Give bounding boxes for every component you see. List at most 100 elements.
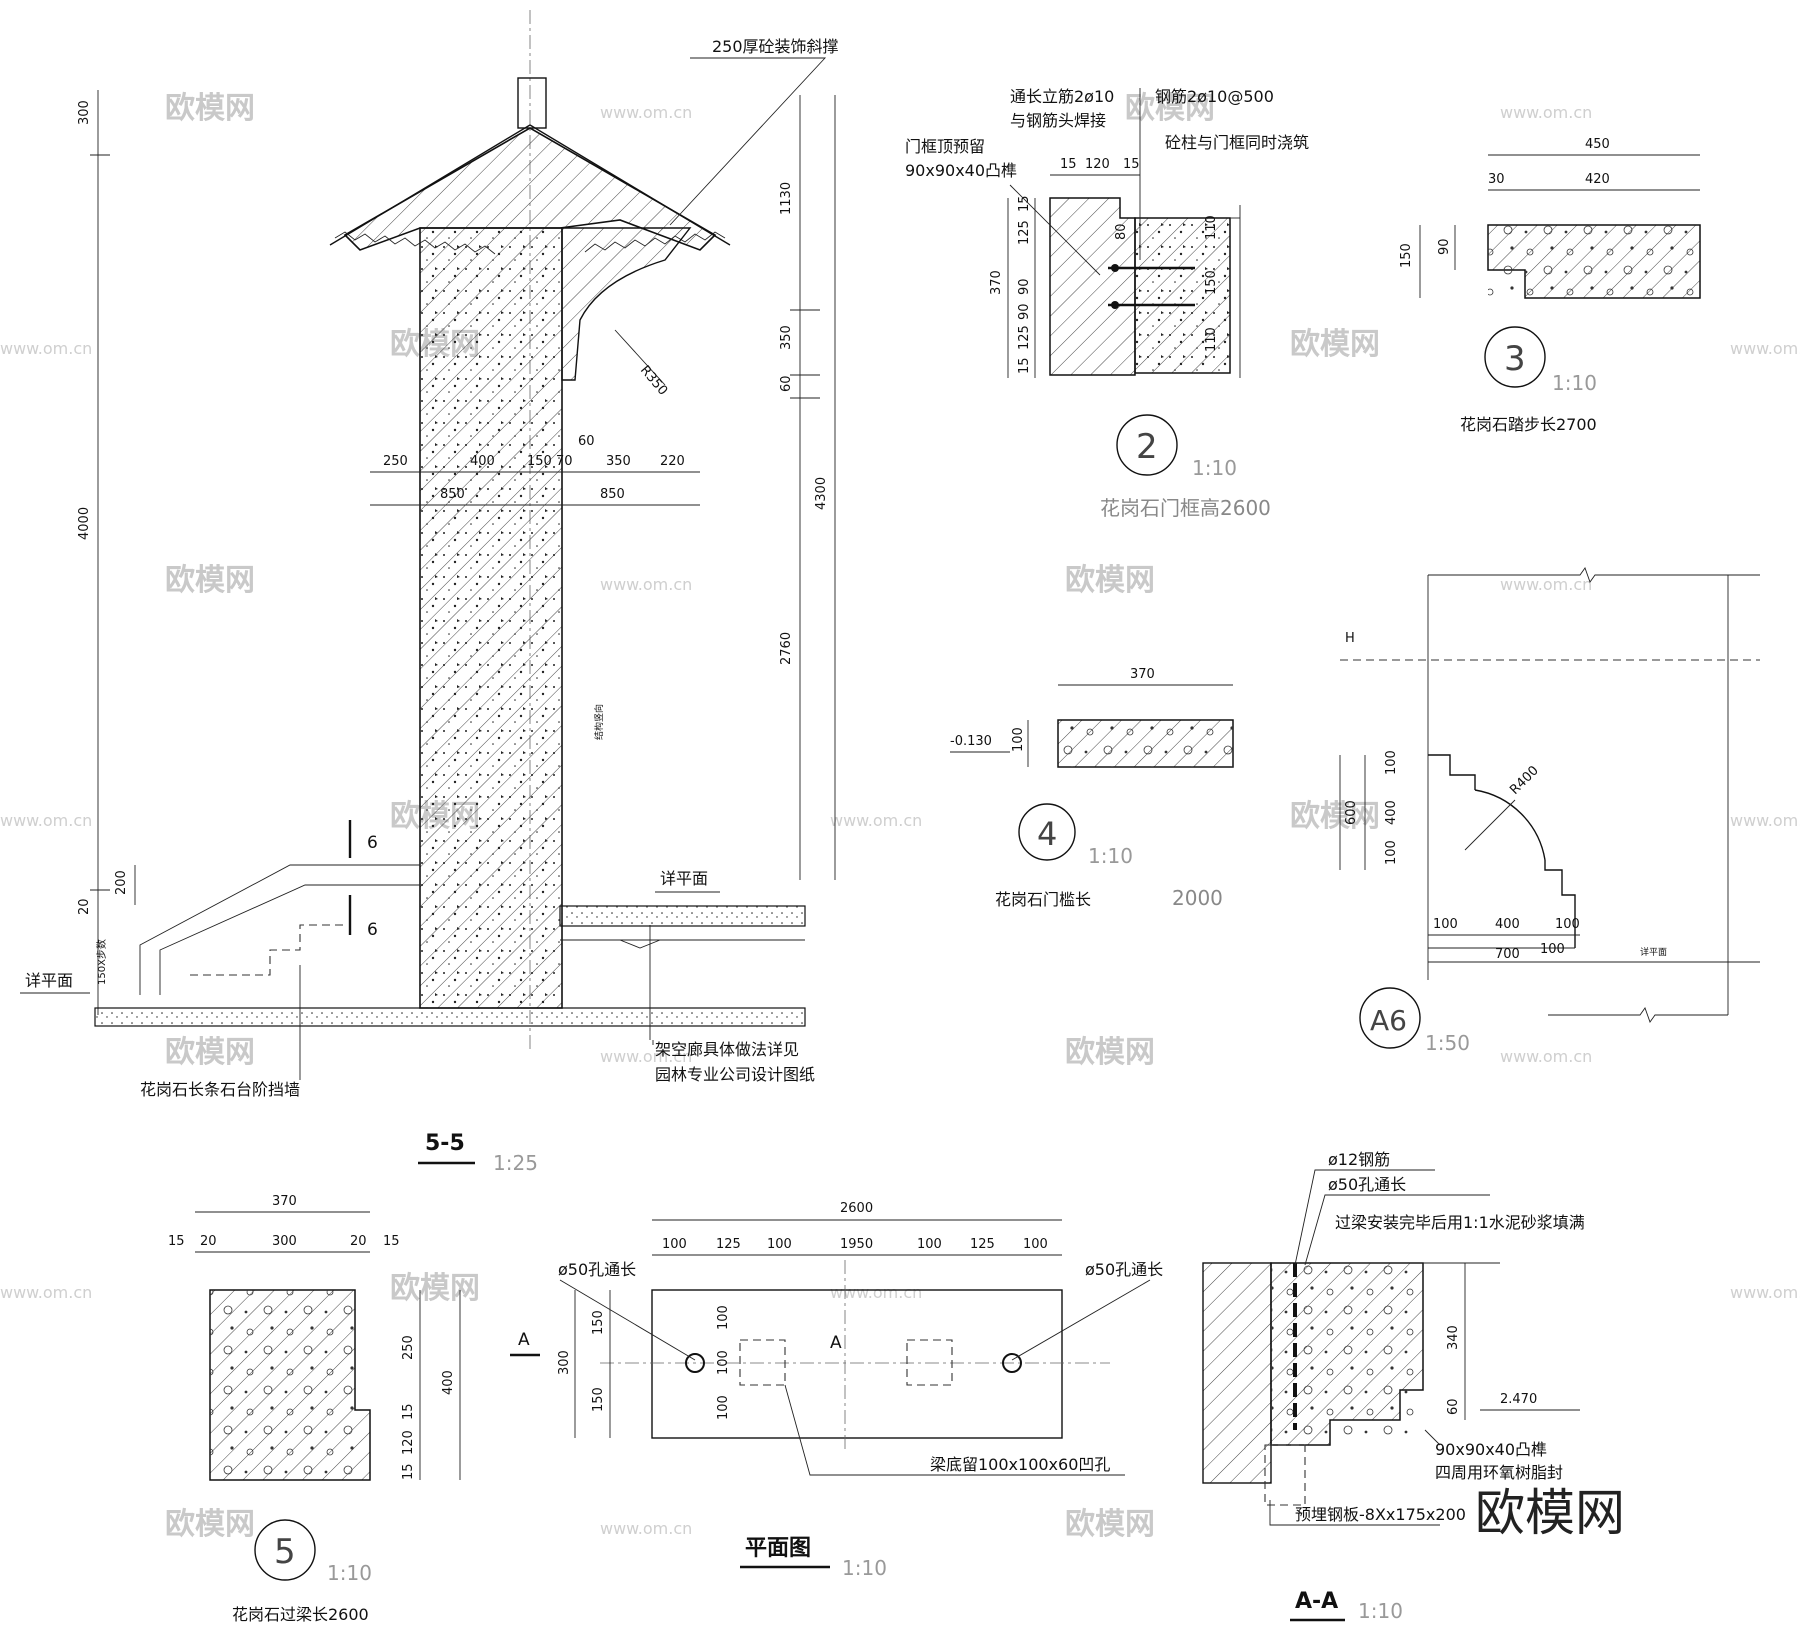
dim-v600: 600: [1344, 800, 1359, 825]
watermark-logo: 欧模网: [165, 91, 255, 126]
ground-slab: [94, 1007, 806, 1027]
watermark-url: www.om.cn: [1500, 575, 1592, 594]
dim-row1-60: 60: [578, 434, 595, 449]
watermark-logo: 欧模网: [1290, 799, 1380, 834]
note-grout: 过梁安装完毕后用1:1水泥砂浆填满: [1335, 1213, 1585, 1232]
watermark-url: www.om.cn: [0, 811, 92, 830]
dim-l125a: 125: [1017, 220, 1032, 245]
section-mark-6-top: 6: [367, 833, 378, 853]
chimney-cap: [517, 77, 547, 129]
dim-l15a: 15: [1017, 195, 1032, 212]
note-column-pour: 砼柱与门框同时浇筑: [1165, 133, 1309, 152]
callout-circle-5: [254, 1519, 316, 1581]
dim-right-60: 60: [779, 375, 794, 392]
dim-row2-850a: 850: [440, 487, 465, 502]
callout-num-2: 2: [1136, 427, 1158, 467]
caption-4: 花岗石门槛长: [995, 890, 1091, 909]
dim-20: 20: [77, 898, 92, 915]
recess-left: [739, 1339, 786, 1386]
dim-h100c: 100: [1540, 942, 1565, 957]
dim-15b: 15: [383, 1234, 400, 1249]
dim-450: 450: [1585, 137, 1610, 152]
plan-ref-left: 详平面: [25, 971, 73, 990]
dim-right-4300: 4300: [814, 477, 829, 510]
note-tenon-a: 门框顶预留: [905, 137, 985, 156]
dim-v100b: 100: [1384, 840, 1399, 865]
note-rebar-1a: 通长立筋2ø10: [1010, 87, 1114, 106]
dim-120: 120: [401, 1430, 416, 1455]
watermark-url: www.om.cn: [1730, 811, 1800, 830]
scale-5: 1:10: [327, 1561, 372, 1585]
detail-5: 370 15 20 300 20 15 250 15 120 15 400 5 …: [168, 1194, 461, 1624]
hole-left: [685, 1353, 705, 1373]
callout-num-3: 3: [1504, 339, 1526, 379]
scale-5-5: 1:25: [493, 1151, 538, 1175]
dim-right-2760: 2760: [779, 632, 794, 665]
dim-2600: 2600: [840, 1201, 873, 1216]
note-stone-wall: 花岗石长条石台阶挡墙: [140, 1080, 300, 1099]
dim-row1-250: 250: [383, 454, 408, 469]
level-h: H: [1345, 631, 1355, 646]
scale-a6: 1:50: [1425, 1031, 1470, 1055]
callout-num-4: 4: [1037, 815, 1057, 853]
steel-plate: [1264, 1444, 1306, 1506]
dim-20a: 20: [200, 1234, 217, 1249]
dim-l125b: 125: [1017, 325, 1032, 350]
note-epoxy: 四周用环氧树脂封: [1435, 1463, 1563, 1482]
dim-p100d: 100: [1023, 1237, 1048, 1252]
note-step-count: 150X步数: [95, 939, 108, 985]
dim-r110a: 110: [1204, 215, 1219, 240]
dim-370: 370: [272, 1194, 297, 1209]
watermark-url: www.om.cn: [600, 1047, 692, 1066]
callout-num-a6: A6: [1370, 1004, 1407, 1037]
scale-plan: 1:10: [842, 1556, 887, 1580]
dim-80: 80: [1114, 223, 1129, 240]
dim-p125a: 125: [716, 1237, 741, 1252]
wall-left: [1202, 1262, 1272, 1484]
dim-i100b: 100: [716, 1350, 731, 1375]
title-a-a: A-A: [1295, 1589, 1338, 1614]
recess-right: [906, 1339, 953, 1386]
note-rebar-12: ø12钢筋: [1328, 1150, 1390, 1169]
dim-370: 370: [1130, 667, 1155, 682]
dim-15a: 15: [168, 1234, 185, 1249]
section-mark-6-bottom: 6: [367, 920, 378, 940]
dim-p100c: 100: [917, 1237, 942, 1252]
cut-mark-a: A: [518, 1330, 530, 1350]
dim-15a: 15: [1060, 157, 1077, 172]
watermark-logo: 欧模网: [390, 1271, 480, 1306]
dim-p1950: 1950: [840, 1237, 873, 1252]
callout-circle-2: [1116, 414, 1178, 476]
dim-100: 100: [1011, 727, 1026, 752]
watermark-logo: 欧模网: [1065, 1507, 1155, 1542]
dim-420: 420: [1585, 172, 1610, 187]
detail-2: 15 120 15 15 125 90 125 15 370 90 110 15…: [905, 87, 1309, 520]
dim-r150: 150: [1204, 270, 1219, 295]
note-hole-left: ø50孔通长: [558, 1260, 636, 1279]
dim-left-300: 300: [77, 100, 92, 125]
note-tenon: 90x90x40凸榫: [1435, 1440, 1547, 1459]
dim-h700: 700: [1495, 947, 1520, 962]
cut-mark-a-center: A: [830, 1333, 842, 1353]
dim-340: 340: [1446, 1325, 1461, 1350]
scale-a-a: 1:10: [1358, 1599, 1403, 1623]
note-rebar-1b: 与钢筋头焊接: [1010, 111, 1106, 130]
dim-row1-220: 220: [660, 454, 685, 469]
dim-90: 90: [1437, 238, 1452, 255]
note-hole-50: ø50孔通长: [1328, 1175, 1406, 1194]
note-hole-right: ø50孔通长: [1085, 1260, 1163, 1279]
dim-i100a: 100: [716, 1305, 731, 1330]
caption-4-length: 2000: [1172, 886, 1223, 910]
watermark-url: www.om.cn: [0, 1283, 92, 1302]
dim-200: 200: [114, 870, 129, 895]
dim-15b: 15: [1123, 157, 1140, 172]
dim-60: 60: [1446, 1398, 1461, 1415]
dim-l90: 90: [1017, 278, 1032, 295]
dim-row1-150: 150: [527, 454, 552, 469]
dim-400: 400: [441, 1370, 456, 1395]
caption-3: 花岗石踏步长2700: [1460, 415, 1597, 434]
dim-row2-850b: 850: [600, 487, 625, 502]
scale-3: 1:10: [1552, 371, 1597, 395]
level-neg: -0.130: [950, 734, 992, 749]
watermark-url: www.om.cn: [830, 811, 922, 830]
